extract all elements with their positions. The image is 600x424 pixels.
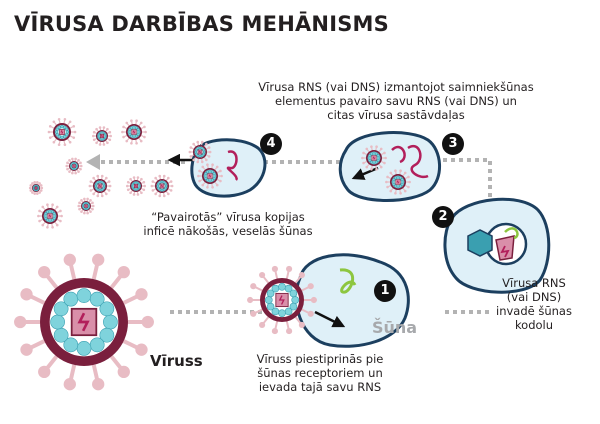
step-2-badge: 2 (432, 206, 454, 228)
step2-cell (443, 197, 551, 294)
step-3-caption: Vīrusa RNS (vai DNS) izmantojot saimniek… (248, 80, 544, 122)
released-virus-5 (88, 174, 112, 198)
released-virus-3 (121, 119, 147, 145)
step-2-line-4: kodolu (514, 318, 554, 332)
step2-capsid (467, 229, 493, 257)
released-virus-4 (65, 157, 83, 175)
flow-arrowhead (86, 154, 100, 170)
step-1-line-3: ievada tajā savu RNS (258, 380, 382, 394)
step-3-badge: 3 (442, 133, 464, 155)
step1-entry-arrow (314, 310, 346, 328)
step3-cell (338, 131, 441, 202)
virus-copy-step3-a (361, 145, 387, 171)
page-title: VĪRUSA DARBĪBAS MEHĀNISMS (14, 12, 389, 36)
step-4-badge: 4 (260, 133, 282, 155)
virus-docking (247, 265, 317, 335)
released-virus-6 (126, 176, 146, 196)
step-4-line-1: “Pavairotās” vīrusa kopijas (151, 210, 305, 224)
virus-label: Vīruss (150, 352, 203, 370)
step-2-line-3: invadē šūnas (496, 304, 572, 318)
step-3-line-3: citas vīrusa sastāvdaļas (327, 108, 465, 122)
step3-replicated-virus (361, 145, 411, 195)
step1-attached-virus (247, 265, 317, 335)
released-virus-1 (47, 117, 77, 147)
released-virus-2 (92, 126, 112, 146)
step-1-line-2: šūnas receptoriem un (257, 366, 383, 380)
released-virus-9 (77, 197, 95, 215)
step-2-line-1: Vīrusa RNS (502, 276, 566, 290)
step-3-line-1: Vīrusa RNS (vai DNS) izmantojot saimniek… (258, 80, 534, 94)
step-4-line-2: inficē nākošās, veselās šūnas (143, 224, 313, 238)
step-1-badge: 1 (374, 280, 396, 302)
step-4-caption: “Pavairotās” vīrusa kopijas inficē nākoš… (130, 210, 326, 238)
released-virus-8 (37, 203, 63, 229)
virus-copy-step4-a (197, 163, 223, 189)
released-virus-copies (28, 117, 174, 229)
step3-arrow (351, 166, 379, 180)
virus-large (14, 253, 154, 391)
virus-illustration (14, 253, 154, 391)
step4-budding-virus (188, 140, 223, 189)
step-3-line-2: elementus pavairo savu RNS (vai DNS) un (275, 94, 517, 108)
step-2-line-2: (vai DNS) (506, 290, 562, 304)
step-2-caption: Vīrusa RNS (vai DNS) invadē šūnas kodolu (486, 276, 582, 332)
cell-label: Šūna (372, 318, 418, 337)
virus-copy-step3-b (385, 169, 411, 195)
step1-cell (294, 253, 410, 348)
virus-copy-step4-b (188, 140, 212, 164)
step-1-caption: Vīruss piestiprinās pie šūnas receptorie… (250, 352, 390, 394)
released-virus-7 (150, 174, 174, 198)
step-1-line-1: Vīruss piestiprinās pie (256, 352, 384, 366)
released-virus-10 (28, 181, 44, 195)
